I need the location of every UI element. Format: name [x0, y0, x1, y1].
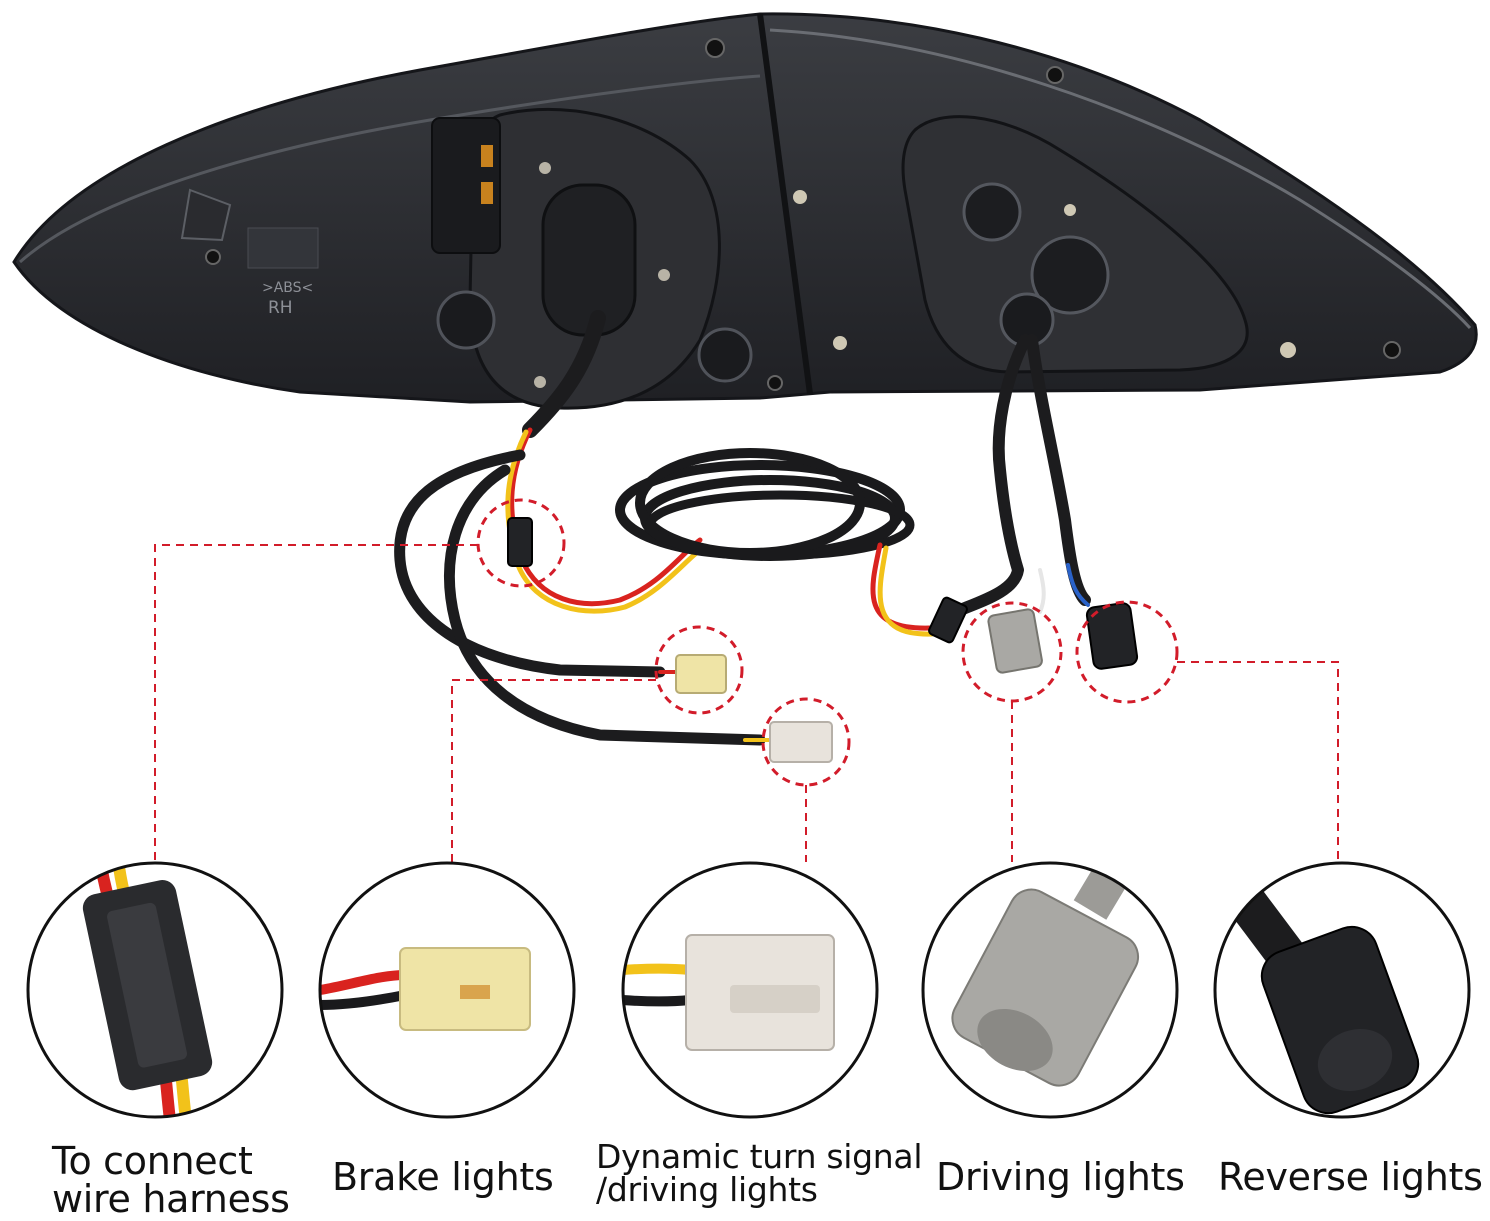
turn-connector	[769, 721, 833, 763]
screw-head	[539, 162, 551, 174]
callout-leaders	[154, 544, 1339, 862]
label-wire-harness-line1: To connect	[52, 1139, 253, 1183]
housing-label-plate	[247, 227, 319, 269]
connectors	[507, 517, 1139, 763]
screw-head	[705, 38, 725, 58]
mount-clip	[180, 188, 232, 242]
driving-connector	[987, 608, 1043, 674]
wire-black-loop	[444, 464, 766, 746]
screw-head	[658, 269, 670, 281]
screw-head	[1046, 66, 1064, 84]
wire-red-coil-tail	[870, 542, 933, 631]
label-wire-harness-line2: wire harness	[52, 1177, 290, 1221]
cable-coil	[645, 490, 915, 560]
callout-circle-harness	[476, 498, 566, 588]
label-wire-harness: To connect wire harness	[52, 1142, 290, 1218]
detail-wire-harness	[26, 861, 284, 1119]
label-turn-signal: Dynamic turn signal /driving lights	[596, 1140, 922, 1206]
tail-light-housing: >ABS< RH	[12, 12, 1478, 410]
wire-red-left	[509, 427, 703, 607]
wire-yellow-left	[505, 429, 708, 614]
screw-head	[833, 336, 847, 350]
connector-pin	[481, 182, 493, 204]
bulb-socket	[697, 327, 753, 383]
bulb-socket	[1030, 235, 1110, 315]
screw-head	[1064, 204, 1076, 216]
callout-highlights	[476, 498, 1179, 787]
connector-pin	[481, 145, 493, 167]
leader-harness	[154, 544, 478, 862]
detail-brake-lights	[318, 861, 576, 1119]
housing-abs-marking: >ABS<	[262, 280, 313, 296]
label-turn-signal-line1: Dynamic turn signal	[596, 1137, 923, 1176]
label-driving-lights: Driving lights	[936, 1155, 1185, 1199]
wire-bundle-right-2	[1026, 334, 1091, 606]
label-turn-signal-line2: /driving lights	[596, 1170, 818, 1209]
housing-rim	[19, 74, 761, 264]
detail-reverse-lights	[1213, 861, 1471, 1119]
housing-rim-right	[769, 28, 1472, 330]
callout-circle-brake	[654, 625, 744, 715]
coil-connector	[928, 596, 968, 644]
bulb-socket	[436, 290, 496, 350]
leader-reverse	[1177, 661, 1339, 862]
screw-head	[793, 190, 807, 204]
screw-head	[205, 249, 221, 265]
bulb-socket	[962, 182, 1022, 242]
screw-head	[534, 376, 546, 388]
detail-driving-lights	[921, 861, 1179, 1119]
callout-circle-reverse	[1075, 600, 1179, 704]
wiring-harness	[394, 310, 1091, 746]
wire-bundle-left	[522, 310, 606, 438]
left-gasket-window	[541, 183, 637, 337]
wire-yellow-coil-tail	[877, 545, 935, 637]
callout-circle-turn	[761, 697, 851, 787]
leader-brake	[451, 679, 656, 862]
wire-blue	[1066, 563, 1090, 607]
housing-side-marking: RH	[268, 298, 293, 318]
harness-connector	[507, 517, 533, 567]
screw-head	[1383, 341, 1401, 359]
screw-head	[767, 375, 783, 391]
wire-black-loop	[394, 449, 666, 678]
label-reverse-lights: Reverse lights	[1218, 1155, 1483, 1199]
wire-white	[1038, 568, 1046, 614]
label-brake-lights: Brake lights	[332, 1155, 554, 1199]
detail-turn-signal	[621, 861, 879, 1119]
reverse-connector	[1085, 602, 1139, 670]
screw-head	[1280, 342, 1296, 358]
housing-center-seam	[757, 13, 813, 395]
brake-connector	[675, 654, 727, 694]
wire-bundle-right	[954, 334, 1031, 616]
